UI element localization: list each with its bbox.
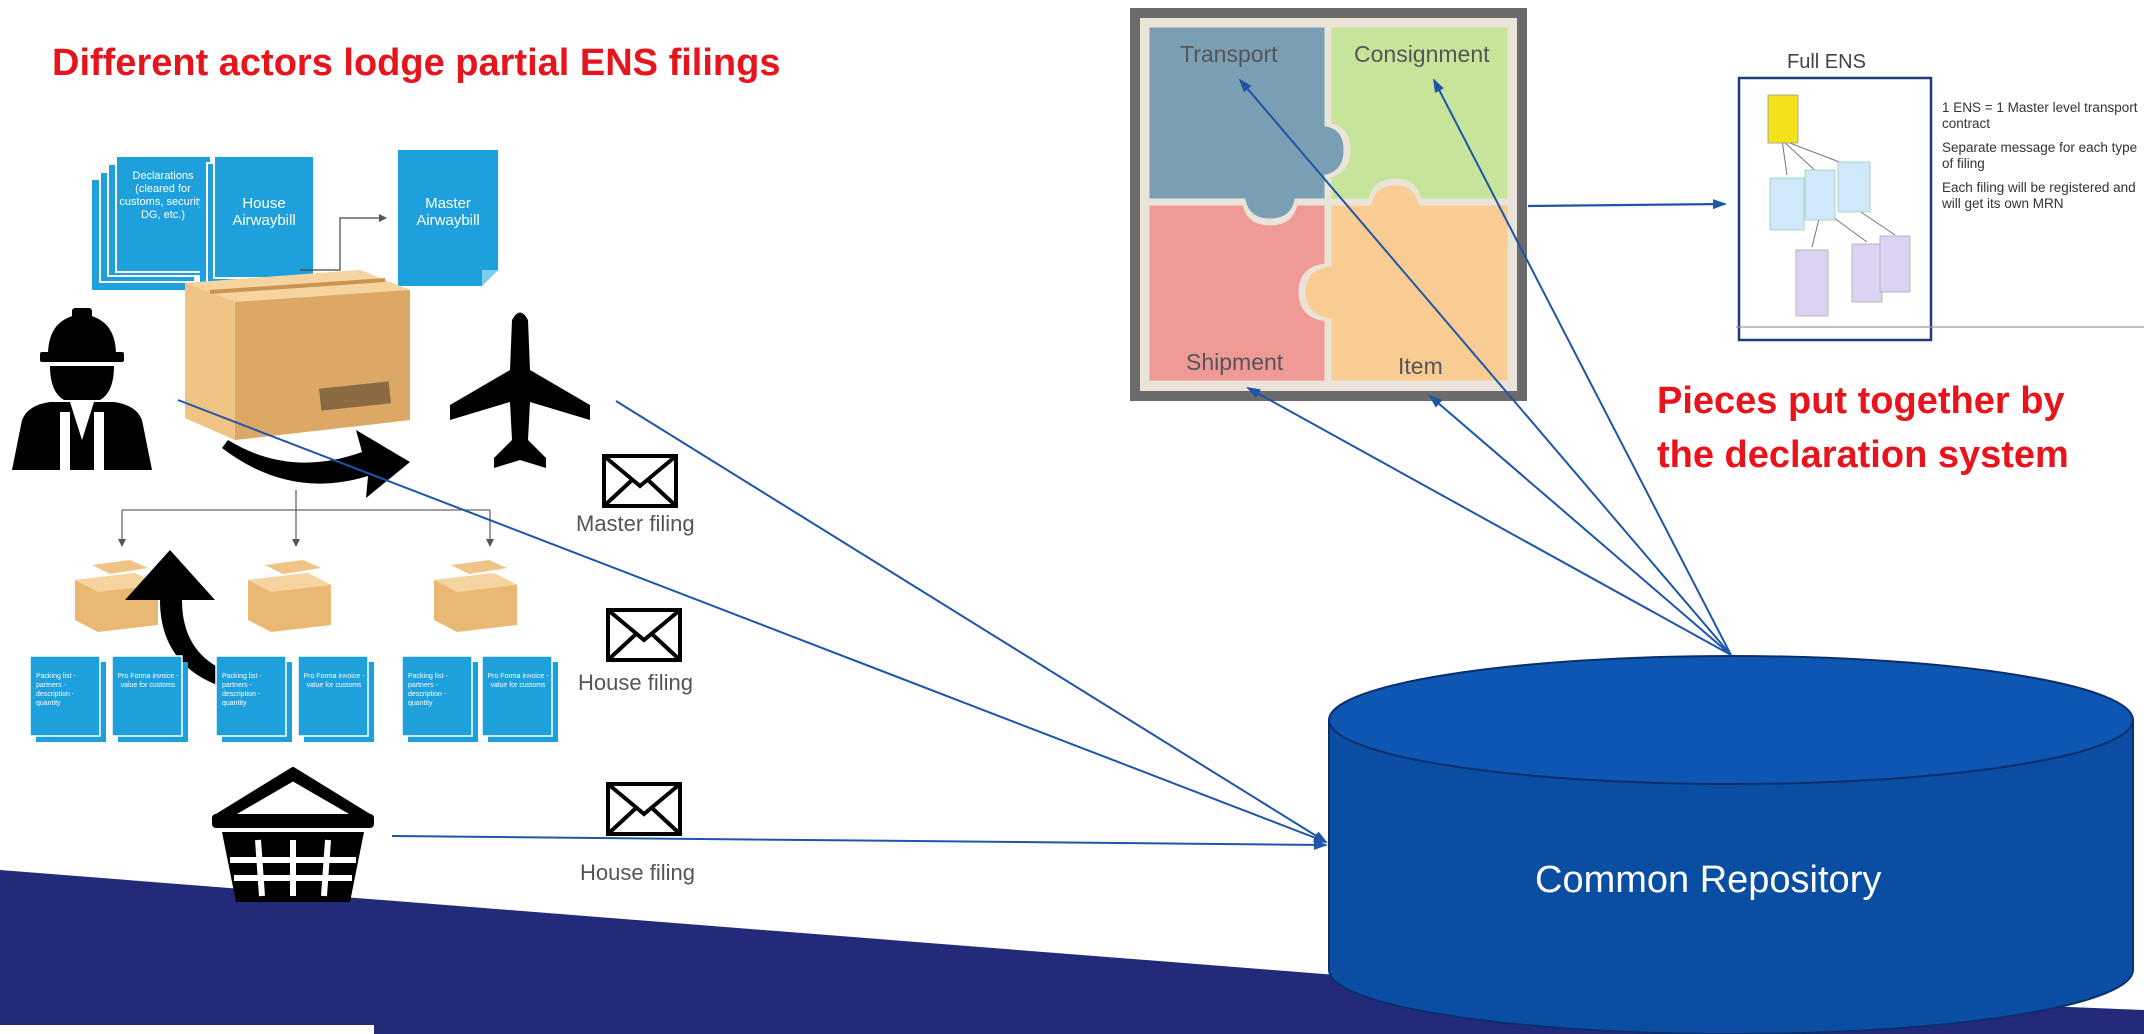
- ens-master-node: [1767, 94, 1799, 144]
- ens-house-node: [1851, 243, 1883, 303]
- house-filing-label-1: House filing: [578, 670, 693, 695]
- house-awb-doc-label: House Airwaybill: [232, 195, 296, 229]
- small-box-2: [248, 560, 331, 632]
- airplane-icon: [450, 312, 590, 468]
- declarations-doc-label: Declarations (cleared for customs, secur…: [119, 170, 207, 221]
- puzzle-piece-transport: [1146, 24, 1347, 222]
- full-ens-note-1: 1 ENS = 1 Master level transport contrac…: [1942, 100, 2138, 131]
- ens-house-node: [1769, 177, 1805, 231]
- worker-icon: [12, 308, 152, 470]
- footer-white-box: [0, 1025, 374, 1034]
- ens-house-node: [1879, 235, 1911, 293]
- small-box-3: [434, 560, 517, 632]
- envelope-icon: [606, 608, 682, 662]
- declarations-document-stack: Declarations (cleared for customs, secur…: [92, 155, 212, 290]
- headline-right-line-2: the declaration system: [1657, 434, 2069, 476]
- ens-house-node: [1804, 169, 1836, 221]
- headline-left: Different actors lodge partial ENS filin…: [52, 42, 780, 84]
- packing-docs-group-3: Packing list - partners - description - …: [401, 655, 558, 742]
- proforma-label: Pro Forma invoice - value for customs: [303, 673, 365, 689]
- envelope-icon: [602, 454, 678, 508]
- house-filing-label-2: House filing: [580, 860, 695, 885]
- proforma-label: Pro Forma invoice - value for customs: [117, 673, 179, 689]
- puzzle-label-transport: Transport: [1180, 41, 1278, 67]
- envelope-icon: [606, 782, 682, 836]
- puzzle-piece-item: [1302, 182, 1511, 384]
- puzzle-label-item: Item: [1398, 353, 1443, 379]
- distribution-connector: [118, 490, 494, 547]
- full-ens-notes: 1 ENS = 1 Master level transport contrac…: [1942, 100, 2144, 212]
- puzzle-to-full-ens-arrow: [1527, 199, 1727, 210]
- puzzle-label-shipment: Shipment: [1186, 349, 1284, 375]
- ens-house-node: [1795, 249, 1829, 317]
- cargo-box-icon: [185, 270, 410, 440]
- repository-to-puzzle-connectors: [1238, 78, 1732, 656]
- full-ens-tree: [1767, 94, 1911, 317]
- shopping-basket-icon: [212, 767, 374, 902]
- house-awb-document-stack: House Airwaybill: [200, 155, 315, 290]
- headline-right-line-1: Pieces put together by: [1657, 380, 2065, 422]
- curved-arrow-icon: [222, 430, 410, 498]
- packing-list-label: Packing list - partners - description - …: [36, 673, 76, 707]
- master-filing-label: Master filing: [576, 511, 695, 536]
- packing-docs-group-1: Packing list - partners - description - …: [29, 655, 188, 742]
- filing-connectors: [177, 399, 1328, 850]
- full-ens-title: Full ENS: [1787, 51, 1866, 73]
- common-repository-label: Common Repository: [1535, 859, 1881, 901]
- master-awb-document: Master Airwaybill: [398, 150, 498, 286]
- puzzle-label-consignment: Consignment: [1354, 41, 1490, 67]
- curved-arrow-up-icon: [125, 550, 240, 690]
- proforma-label: Pro Forma invoice - value for customs: [487, 673, 549, 689]
- small-box-1: [75, 560, 158, 632]
- master-awb-doc-label: Master Airwaybill: [416, 195, 480, 229]
- common-repository-cylinder: [1328, 655, 2134, 1034]
- full-ens-note-3: Each filing will be registered and will …: [1942, 180, 2136, 211]
- packing-docs-group-2: Packing list - partners - description - …: [215, 655, 374, 742]
- ens-house-node: [1837, 161, 1871, 213]
- packing-list-label: Packing list - partners - description - …: [222, 673, 262, 707]
- packing-list-label: Packing list - partners - description - …: [408, 673, 448, 707]
- full-ens-note-2: Separate message for each type of filing: [1942, 140, 2138, 171]
